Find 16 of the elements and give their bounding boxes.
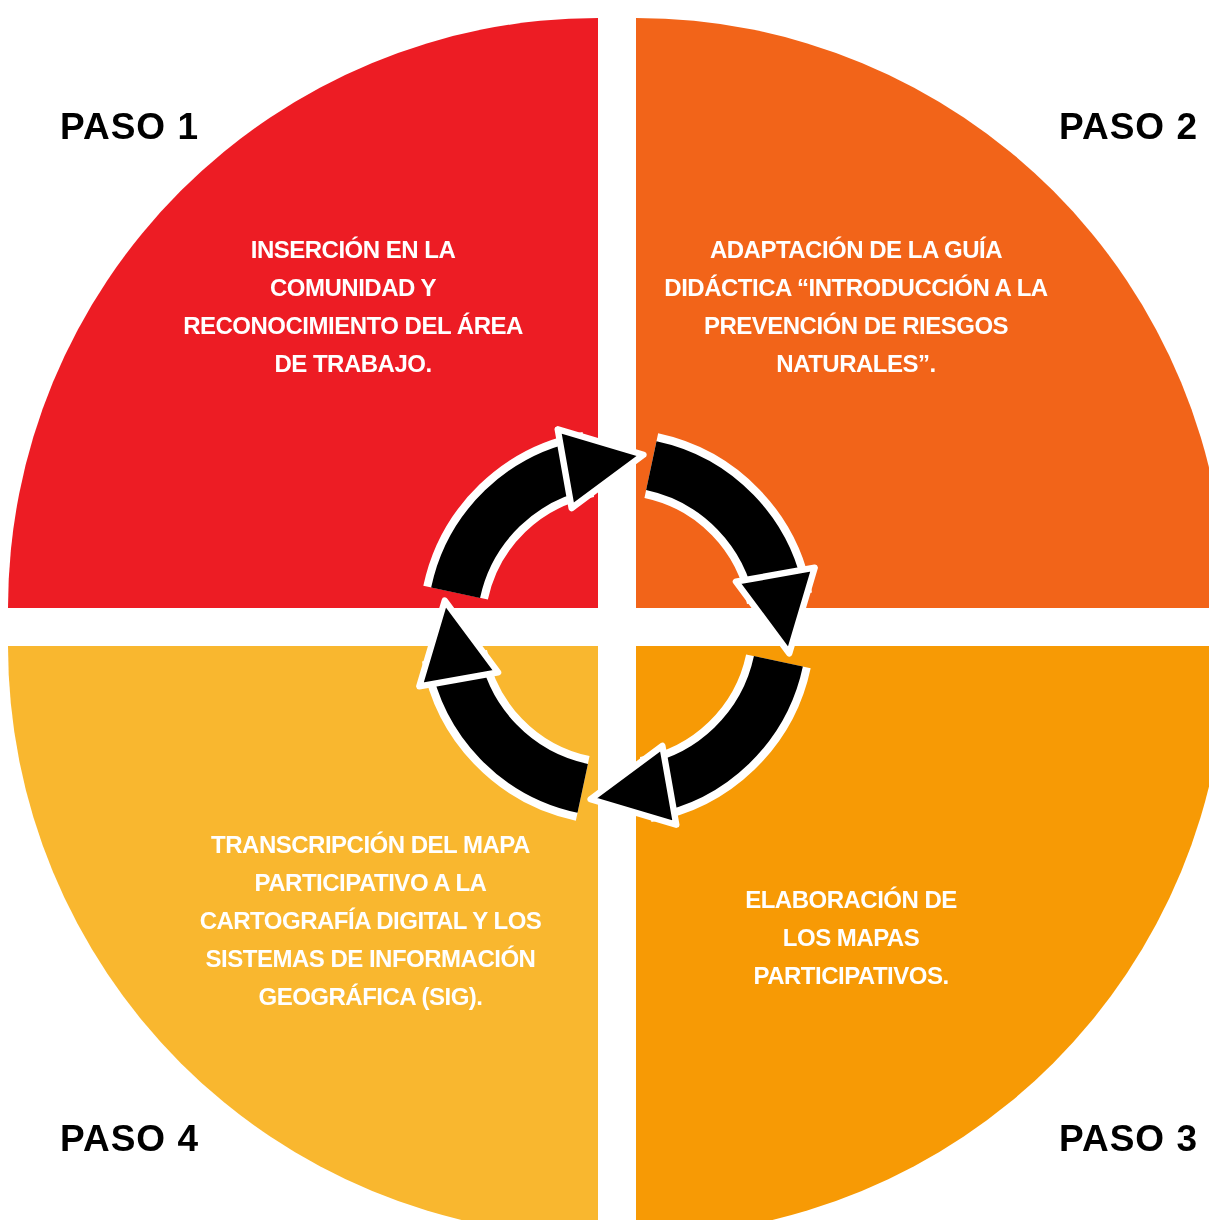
- quadrant-segment: [636, 646, 1209, 1220]
- quadrant-segment: [636, 18, 1209, 608]
- quadrant-segment: [8, 18, 598, 608]
- step-heading: PASO 2: [1059, 106, 1198, 148]
- step-heading: PASO 4: [60, 1118, 199, 1160]
- step-text: INSERCIÓN EN LA COMUNIDAD Y RECONOCIMIENTO DEL ÁREA DE TRABAJO.: [183, 235, 523, 379]
- step-text: ELABORACIÓN DE LOS MAPAS PARTICIPATIVOS.: [744, 885, 958, 991]
- step-heading: PASO 3: [1059, 1118, 1198, 1160]
- step-heading: PASO 1: [60, 106, 199, 148]
- step-text: ADAPTACIÓN DE LA GUÍA DIDÁCTICA “INTRODUCCIÓN A LA PREVENCIÓN DE RIESGOS NATURALES”.: [663, 235, 1049, 379]
- quadrant-segment: [8, 646, 598, 1220]
- cycle-arrow: [431, 427, 646, 600]
- step-text: TRANSCRIPCIÓN DEL MAPA PARTICIPATIVO A LA CARTOGRAFÍA DIGITAL Y LOS SISTEMAS DE INFORMACIÓN GEOGRÁFICA (SIG).: [198, 830, 543, 1012]
- cycle-arrow: [417, 598, 590, 813]
- cycle-arrow: [644, 441, 817, 656]
- cycle-arrow: [588, 654, 803, 827]
